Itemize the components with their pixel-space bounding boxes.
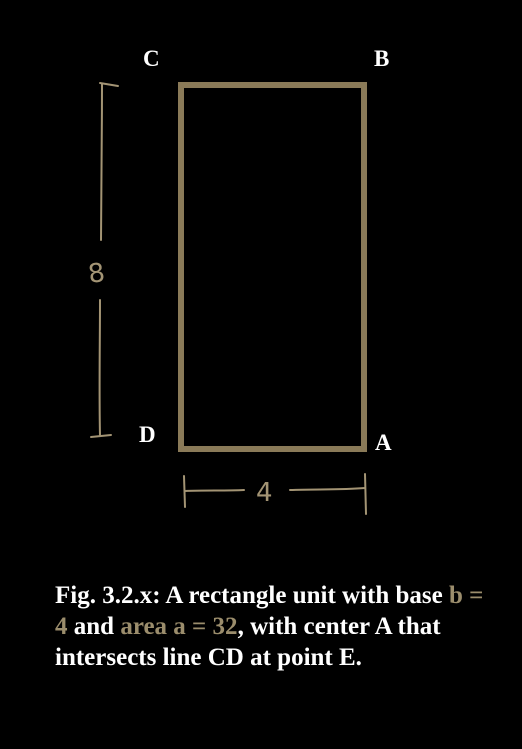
rectangle-diagram: C B D A 8 4	[86, 46, 392, 515]
height-dimension	[90, 82, 119, 438]
vertex-label-c: C	[143, 46, 160, 71]
vertex-label-b: B	[374, 46, 389, 71]
caption-text-end: , with center A that intersects line CD …	[55, 613, 441, 671]
figure-caption: Fig. 3.2.x: A rectangle unit with base b…	[55, 580, 495, 673]
caption-text-middle: and	[67, 613, 121, 640]
rectangle-abcd	[178, 82, 367, 452]
height-label: 8	[86, 258, 107, 290]
caption-base-expression: b = 4	[55, 582, 484, 640]
base-dimension	[183, 473, 367, 515]
caption-area-expression: area a = 32	[120, 613, 238, 640]
caption-text-start: Fig. 3.2.x: A rectangle unit with base	[55, 582, 449, 609]
vertex-label-d: D	[139, 422, 156, 447]
base-label: 4	[256, 478, 273, 508]
vertex-label-a: A	[375, 430, 392, 455]
